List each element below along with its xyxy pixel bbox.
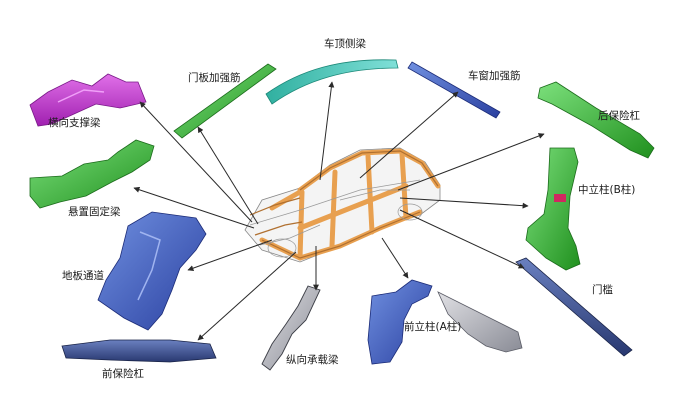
- door-reinforcement-part: [173, 63, 277, 139]
- label-front-bumper: 前保险杠: [102, 368, 144, 380]
- label-floor-tunnel: 地板通道: [62, 270, 104, 282]
- rear-bumper-part: [537, 81, 655, 159]
- label-cross-support-beam: 横向支撑梁: [48, 117, 101, 129]
- roof-side-rail-part: [265, 59, 399, 105]
- label-longitudinal-beam: 纵向承载梁: [286, 354, 339, 366]
- label-window-reinforcement: 车窗加强筋: [468, 70, 521, 82]
- label-rear-bumper: 后保险杠: [598, 110, 640, 122]
- b-pillar-part: [525, 147, 581, 271]
- label-door-reinforcement: 门板加强筋: [188, 72, 241, 84]
- a-pillar-part: [367, 279, 433, 365]
- cross-support-beam-part: [29, 73, 147, 127]
- front-bumper-part: [61, 339, 217, 363]
- longitudinal-beam-part: [261, 285, 321, 371]
- a-pillar-gray-part: [437, 291, 523, 353]
- arrows: [133, 81, 545, 341]
- label-roof-side-rail: 车顶侧梁: [324, 38, 366, 50]
- window-reinforcement-part: [407, 61, 501, 119]
- label-suspension-bracket: 悬置固定梁: [68, 206, 121, 218]
- label-a-pillar: 前立柱(A柱): [404, 321, 462, 333]
- label-door-sill: 门槛: [592, 284, 613, 296]
- b-pillar-red-patch: [554, 194, 566, 202]
- car-body-frame: [244, 147, 441, 263]
- label-b-pillar: 中立柱(B柱): [578, 184, 636, 196]
- door-sill-part: [515, 257, 633, 357]
- suspension-bracket-part: [29, 139, 155, 209]
